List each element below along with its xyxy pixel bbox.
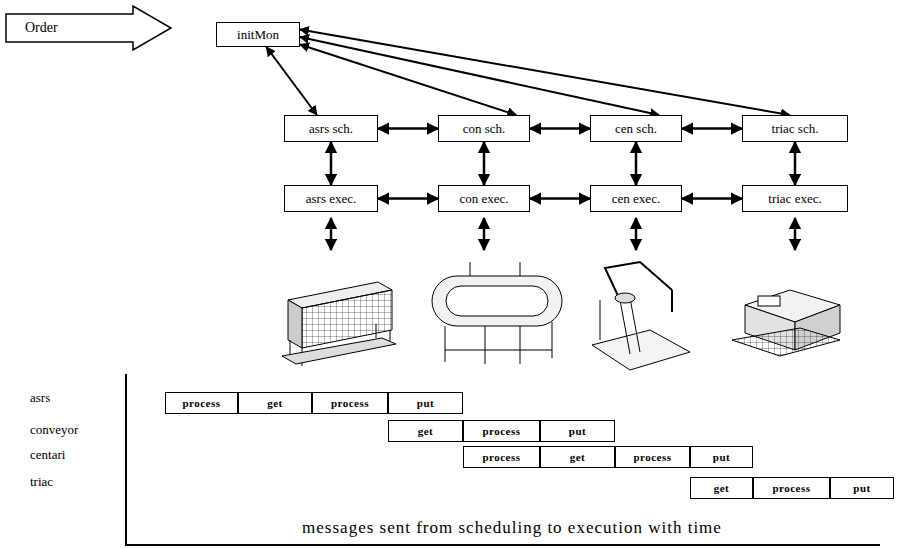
node-text: process <box>633 451 671 463</box>
message-arrow <box>794 142 797 185</box>
row-label: asrs <box>30 390 50 406</box>
node-text: cen sch. <box>615 121 657 137</box>
node-text: get <box>714 482 730 494</box>
message-arrow <box>300 37 659 115</box>
conveyor-loop <box>432 262 562 364</box>
message-arrow <box>682 127 742 130</box>
timeline-cell: process <box>165 392 238 414</box>
node-text: process <box>482 425 520 437</box>
asrs-rack <box>282 282 396 366</box>
agent-box: cen sch. <box>590 115 682 142</box>
agent-box: triac sch. <box>742 115 848 142</box>
agent-box: asrs sch. <box>284 115 378 142</box>
timeline-cell: put <box>388 392 463 414</box>
timeline-cell: process <box>753 477 830 499</box>
node-text: put <box>853 482 870 494</box>
order-arrow: Order <box>5 5 173 51</box>
timeline-cell: get <box>238 392 312 414</box>
timeline-cell: put <box>830 477 894 499</box>
node-text: process <box>331 397 369 409</box>
node-text: Order <box>25 20 58 36</box>
agent-box: initMon <box>216 22 300 47</box>
message-arrow <box>378 197 438 200</box>
node-text: put <box>713 451 730 463</box>
row-label: conveyor <box>30 422 78 438</box>
triac-machine <box>732 290 840 356</box>
node-text: initMon <box>237 27 279 43</box>
machine-arrows <box>331 218 795 250</box>
timeline-cell: process <box>463 420 540 442</box>
timeline-cell: get <box>388 420 463 442</box>
node-text: asrs exec. <box>306 191 357 207</box>
timeline-cell: process <box>615 446 690 468</box>
message-arrow <box>530 197 590 200</box>
node-text: process <box>182 397 220 409</box>
node-text: process <box>482 451 520 463</box>
message-arrow <box>682 197 742 200</box>
timeline-cell: put <box>540 420 615 442</box>
row-label: triac <box>30 474 53 490</box>
timeline-cell: process <box>312 392 388 414</box>
message-arrow <box>635 142 638 185</box>
node-text: get <box>418 425 434 437</box>
node-text: put <box>569 425 586 437</box>
agent-box: triac exec. <box>742 185 848 212</box>
message-arrow <box>483 142 486 185</box>
node-text: get <box>570 451 586 463</box>
timeline-cell: process <box>463 446 540 468</box>
message-arrow <box>300 45 516 116</box>
node-text: get <box>267 397 283 409</box>
message-arrow <box>266 47 317 115</box>
node-text: asrs sch. <box>309 121 353 137</box>
node-text: cen exec. <box>612 191 660 207</box>
timeline-cell: get <box>690 477 753 499</box>
timeline-cell: get <box>540 446 615 468</box>
node-text: con sch. <box>463 121 506 137</box>
agent-box: asrs exec. <box>284 185 378 212</box>
message-arrow <box>530 127 590 130</box>
node-text: put <box>417 397 434 409</box>
message-arrow <box>300 30 790 116</box>
message-arrow <box>378 127 438 130</box>
message-arrow <box>330 142 333 185</box>
agent-box: con sch. <box>438 115 530 142</box>
agent-box: cen exec. <box>590 185 682 212</box>
node-text: triac sch. <box>772 121 819 137</box>
row-label: centari <box>30 447 65 463</box>
node-text: triac exec. <box>768 191 821 207</box>
node-text: process <box>772 482 810 494</box>
node-text: con exec. <box>459 191 508 207</box>
timeline-cell: put <box>690 446 753 468</box>
agent-box: con exec. <box>438 185 530 212</box>
robot-arm <box>592 262 690 370</box>
time-axes <box>125 374 880 546</box>
caption: messages sent from scheduling to executi… <box>302 518 722 538</box>
